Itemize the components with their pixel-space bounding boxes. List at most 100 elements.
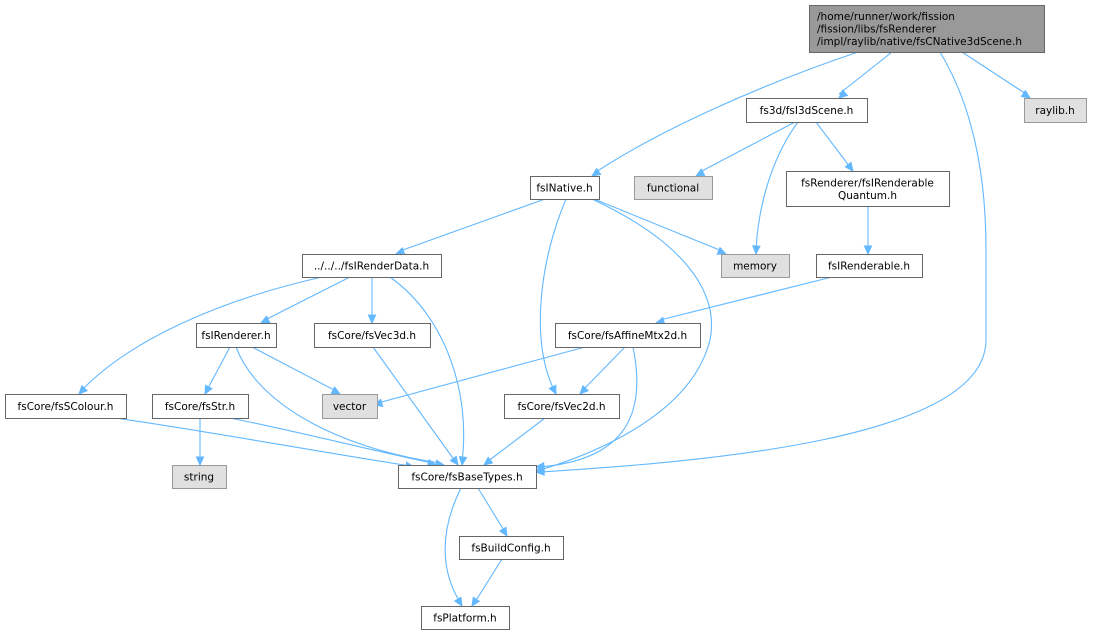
edge-line — [477, 487, 506, 533]
node-box — [398, 465, 537, 489]
node-memory[interactable]: memory — [721, 254, 790, 278]
node-label: fsBuildConfig.h — [471, 543, 550, 555]
edge-line — [389, 276, 465, 462]
edge-line — [961, 51, 1027, 95]
edge-fs3d-to-quantum — [815, 121, 854, 172]
node-label: fsIRenderable.h — [828, 261, 910, 273]
edge-str-to-string — [195, 418, 205, 467]
edge-line — [264, 276, 351, 321]
node-root[interactable]: /home/runner/work/fission/fission/libs/f… — [809, 5, 1045, 53]
edge-line — [444, 487, 462, 603]
node-str[interactable]: fsCore/fsStr.h — [152, 394, 249, 419]
edge-line — [372, 346, 456, 462]
edge-fsinative-to-renderdata — [394, 198, 546, 256]
edge-line — [539, 198, 712, 471]
edge-line — [206, 386, 210, 391]
edge-line — [755, 121, 799, 251]
node-label: fsINative.h — [536, 183, 592, 195]
nodes-layer: /home/runner/work/fission/fission/libs/f… — [5, 5, 1087, 630]
node-label: string — [184, 472, 214, 484]
node-renderable[interactable]: fsIRenderable.h — [816, 254, 923, 278]
node-label: Quantum.h — [838, 190, 897, 202]
node-box — [634, 176, 713, 200]
node-fsinative[interactable]: fsINative.h — [530, 176, 600, 200]
node-renderer[interactable]: fsIRenderer.h — [196, 323, 277, 348]
node-vec3d[interactable]: fsCore/fsVec3d.h — [314, 323, 431, 348]
edge-affine-to-basetypes — [534, 346, 638, 471]
edge-line — [659, 319, 664, 322]
edges-layer — [78, 51, 1032, 608]
node-vector[interactable]: vector — [322, 394, 378, 419]
edge-fsinative-to-vec2d — [539, 198, 567, 396]
edge-vec3d-to-basetypes — [372, 346, 459, 466]
edge-line — [206, 346, 231, 391]
edge-renderer-to-vector — [251, 346, 342, 395]
edge-line — [552, 386, 555, 391]
node-box — [555, 323, 701, 348]
edge-line — [582, 387, 586, 391]
edge-line — [377, 346, 586, 404]
node-label: fsCore/fsStr.h — [165, 401, 235, 413]
node-label: fsCore/fsAffineMtx2d.h — [568, 330, 687, 342]
edge-line — [452, 458, 456, 462]
node-platform[interactable]: fsPlatform.h — [421, 606, 510, 630]
edge-line — [582, 346, 626, 391]
node-renderdata[interactable]: ../../../fsIRenderData.h — [302, 254, 442, 278]
node-fs3d[interactable]: fs3d/fsI3dScene.h — [746, 98, 868, 123]
node-vec2d[interactable]: fsCore/fsVec2d.h — [504, 394, 620, 419]
node-label: raylib.h — [1035, 105, 1074, 117]
edge-line — [251, 346, 337, 392]
edge-line — [486, 417, 546, 463]
edge-fs3d-to-functional — [694, 121, 796, 177]
edge-renderdata-to-renderer — [259, 276, 351, 324]
node-label: /fission/libs/fsRenderer — [817, 24, 937, 36]
edge-line — [114, 417, 411, 467]
node-label: functional — [647, 183, 699, 195]
node-box — [746, 98, 868, 123]
node-basetypes[interactable]: fsCore/fsBaseTypes.h — [398, 465, 537, 489]
node-label: fsIRenderer.h — [201, 330, 270, 342]
edge-root-to-fsinative — [590, 51, 859, 177]
node-affine[interactable]: fsCore/fsAffineMtx2d.h — [555, 323, 701, 348]
edge-line — [539, 346, 638, 468]
edge-line — [229, 417, 433, 464]
edge-vec2d-to-basetypes — [483, 417, 546, 466]
node-buildconfig[interactable]: fsBuildConfig.h — [459, 536, 564, 560]
node-label: fs3d/fsI3dScene.h — [760, 105, 854, 117]
node-box — [322, 394, 378, 419]
node-box — [816, 254, 923, 278]
node-string[interactable]: string — [172, 465, 227, 489]
edge-fsinative-to-memory — [593, 198, 728, 255]
edge-line — [435, 462, 441, 465]
edge-line — [332, 389, 337, 392]
node-box — [172, 465, 227, 489]
edge-line — [457, 598, 461, 603]
node-box — [809, 5, 1045, 53]
edge-affine-to-vec2d — [579, 346, 626, 395]
edge-renderdata-to-scolour — [78, 276, 323, 395]
node-functional[interactable]: functional — [634, 176, 713, 200]
node-box — [504, 394, 620, 419]
node-label: ../../../fsIRenderData.h — [314, 261, 429, 273]
node-box — [196, 323, 277, 348]
arrowhead — [548, 384, 557, 396]
node-label: fsRenderer/fsIRenderable — [801, 177, 934, 189]
edge-line — [461, 456, 464, 462]
edge-renderdata-to-basetypes — [389, 276, 468, 467]
edge-line — [81, 276, 323, 391]
edge-line — [593, 198, 723, 252]
node-label: fsCore/fsVec2d.h — [517, 401, 605, 413]
node-raylib[interactable]: raylib.h — [1024, 98, 1087, 123]
edge-line — [595, 51, 859, 173]
edge-line — [264, 318, 269, 321]
node-label: /impl/raylib/native/fsCNative3dScene.h — [817, 36, 1022, 48]
edge-quantum-to-renderable — [863, 206, 873, 256]
node-scolour[interactable]: fsCore/fsSColour.h — [5, 394, 127, 419]
node-box — [421, 606, 510, 630]
node-box — [302, 254, 442, 278]
edge-line — [474, 599, 477, 603]
edge-line — [838, 92, 846, 95]
edge-line — [815, 121, 851, 168]
